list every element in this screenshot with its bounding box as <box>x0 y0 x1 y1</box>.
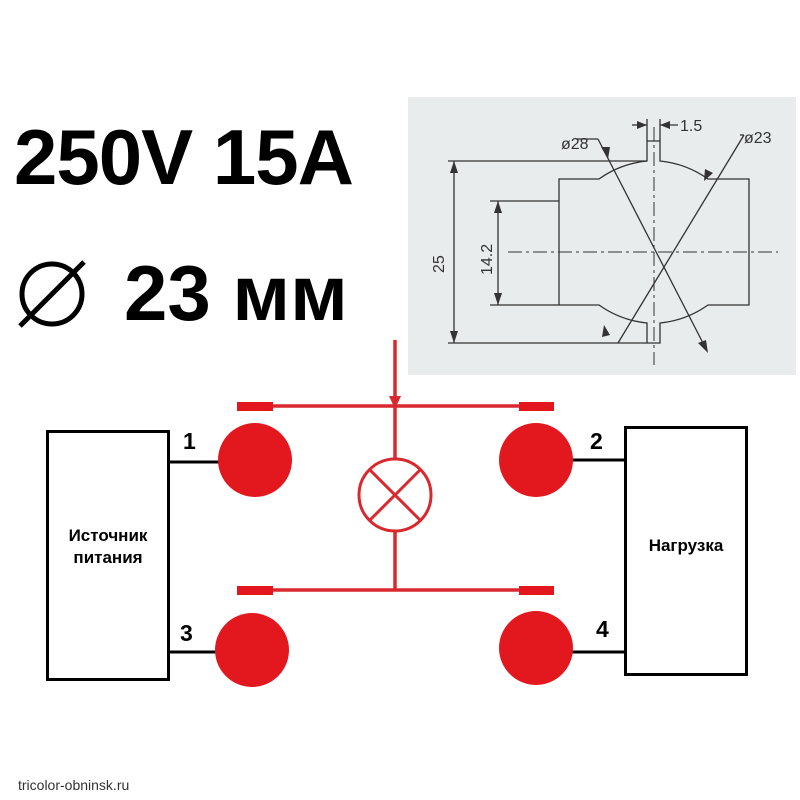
dim-25-label: 25 <box>431 255 448 273</box>
load-label: Нагрузка <box>648 536 724 555</box>
contact-bar-bottom-right <box>519 586 554 595</box>
dim-d23-label: ø23 <box>744 130 772 147</box>
actuator-arrow <box>389 396 401 409</box>
dim-14-2-label: 14.2 <box>479 244 496 275</box>
contact-bar-top-left <box>237 402 273 411</box>
diameter-symbol-icon <box>18 260 86 328</box>
contact-bar-bottom-left <box>237 586 273 595</box>
pin-label-2: 2 <box>590 428 603 454</box>
terminal-3 <box>215 613 289 687</box>
rating-text: 250V 15A <box>14 113 354 201</box>
terminal-1 <box>218 423 292 497</box>
power-source-box: Источник питания <box>46 430 170 681</box>
terminal-4 <box>499 611 573 685</box>
terminal-2 <box>499 423 573 497</box>
contact-bar-top-right <box>519 402 554 411</box>
pin-label-1: 1 <box>183 428 196 454</box>
pin-label-3: 3 <box>180 620 193 646</box>
power-source-label: Источник питания <box>68 526 148 568</box>
dim-d28-label: ø28 <box>561 136 589 153</box>
diameter-text: 23 мм <box>124 249 348 337</box>
pin-label-4: 4 <box>596 616 609 642</box>
watermark-text: tricolor-obninsk.ru <box>18 777 130 793</box>
technical-drawing: ø28 ø23 1.5 25 14.2 <box>408 97 796 375</box>
dim-1-5-label: 1.5 <box>680 118 702 135</box>
load-box: Нагрузка <box>624 426 748 676</box>
lamp-icon <box>357 457 433 533</box>
